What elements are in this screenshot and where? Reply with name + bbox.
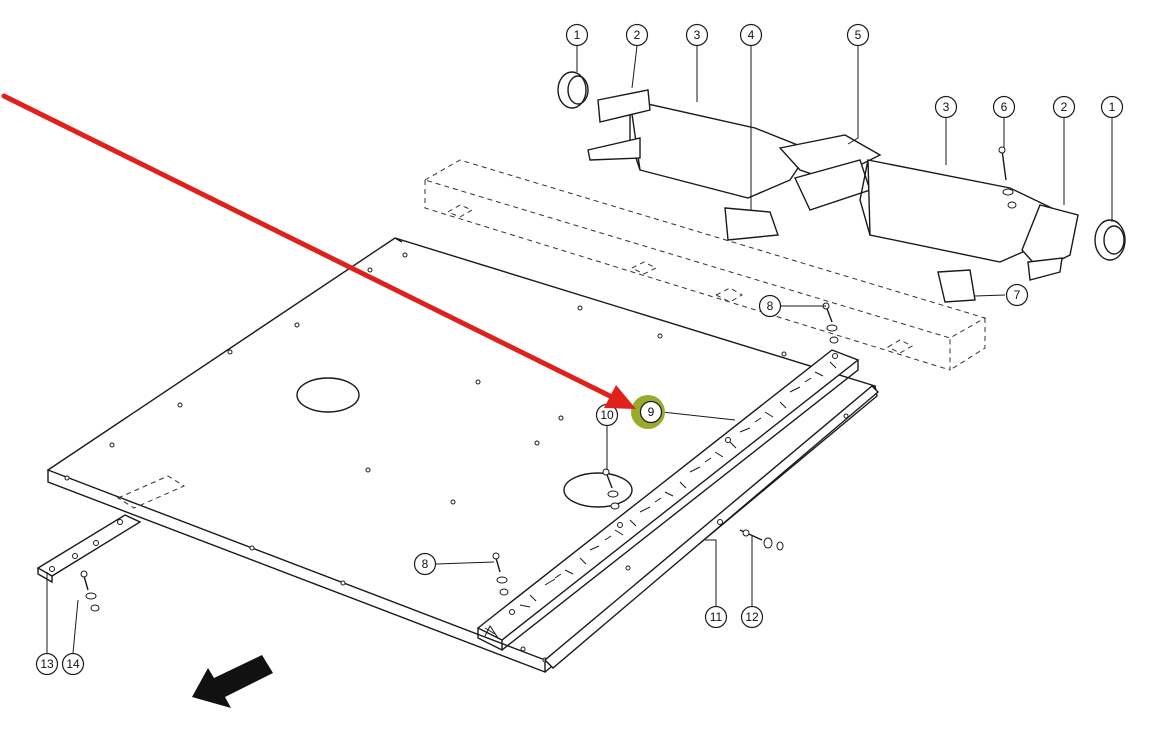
svg-text:11: 11 [710,610,723,624]
callout-3-left[interactable]: 3 [685,23,709,47]
callout-2-right[interactable]: 2 [1052,95,1076,119]
svg-text:8: 8 [767,299,774,313]
svg-text:1: 1 [1109,100,1116,114]
svg-text:3: 3 [694,28,701,42]
callout-4[interactable]: 4 [739,23,763,47]
perforated-rail [476,349,860,652]
svg-text:6: 6 [1001,100,1008,114]
callout-8-lower[interactable]: 8 [413,552,437,576]
svg-text:13: 13 [40,657,54,671]
fasteners [80,302,839,612]
leader-lines [46,45,1113,654]
callout-5[interactable]: 5 [846,23,870,47]
callout-1-left[interactable]: 1 [565,23,589,47]
callout-11[interactable]: 11 [704,605,728,629]
callout-14[interactable]: 14 [61,652,85,676]
svg-text:4: 4 [748,28,755,42]
svg-text:10: 10 [600,408,614,422]
red-arrow-head [604,385,636,409]
svg-text:12: 12 [745,610,759,624]
callout-9[interactable]: 9 [639,400,663,424]
direction-arrow-icon [192,655,273,708]
svg-text:2: 2 [1061,100,1068,114]
svg-text:3: 3 [943,100,950,114]
upper-duct-assembly [557,71,1126,303]
red-arrow-shaft [1,93,615,400]
phantom-beam [423,159,987,371]
svg-text:14: 14 [66,657,80,671]
red-pointer-arrow [1,93,636,409]
callout-1-right[interactable]: 1 [1100,95,1124,119]
svg-text:9: 9 [648,405,655,419]
svg-text:8: 8 [422,557,429,571]
callout-12[interactable]: 12 [740,605,764,629]
callout-3-right[interactable]: 3 [934,95,958,119]
callout-7[interactable]: 7 [1005,283,1029,307]
callout-6[interactable]: 6 [992,95,1016,119]
svg-text:5: 5 [855,28,862,42]
callout-13[interactable]: 13 [35,652,59,676]
bottom-left-strip [36,514,142,584]
svg-text:7: 7 [1014,288,1021,302]
svg-text:2: 2 [634,28,641,42]
callout-8-upper[interactable]: 8 [758,294,782,318]
floor-plate [46,237,878,674]
angle-bar [543,385,880,669]
callout-2-left[interactable]: 2 [625,23,649,47]
svg-text:1: 1 [574,28,581,42]
